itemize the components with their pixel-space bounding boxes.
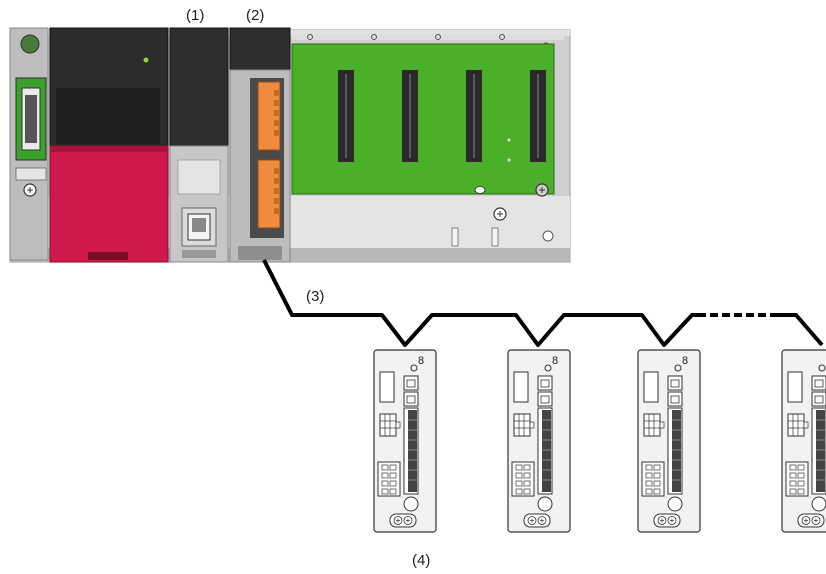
module-2 [229,27,291,263]
label-1: (1) [186,7,205,24]
servo-amplifier [781,349,826,533]
label-2: (2) [246,7,265,24]
servo-amplifier [373,349,437,533]
servo-amplifier [507,349,571,533]
cable-continuation-dots [710,313,766,317]
cpu-module [49,27,169,263]
label-3: (3) [306,288,325,305]
power-supply-module [9,27,49,261]
module-1 [169,27,229,263]
base-slots [291,34,564,247]
servo-amplifier [637,349,701,533]
network-cable [262,259,824,347]
label-4: (4) [412,552,431,569]
